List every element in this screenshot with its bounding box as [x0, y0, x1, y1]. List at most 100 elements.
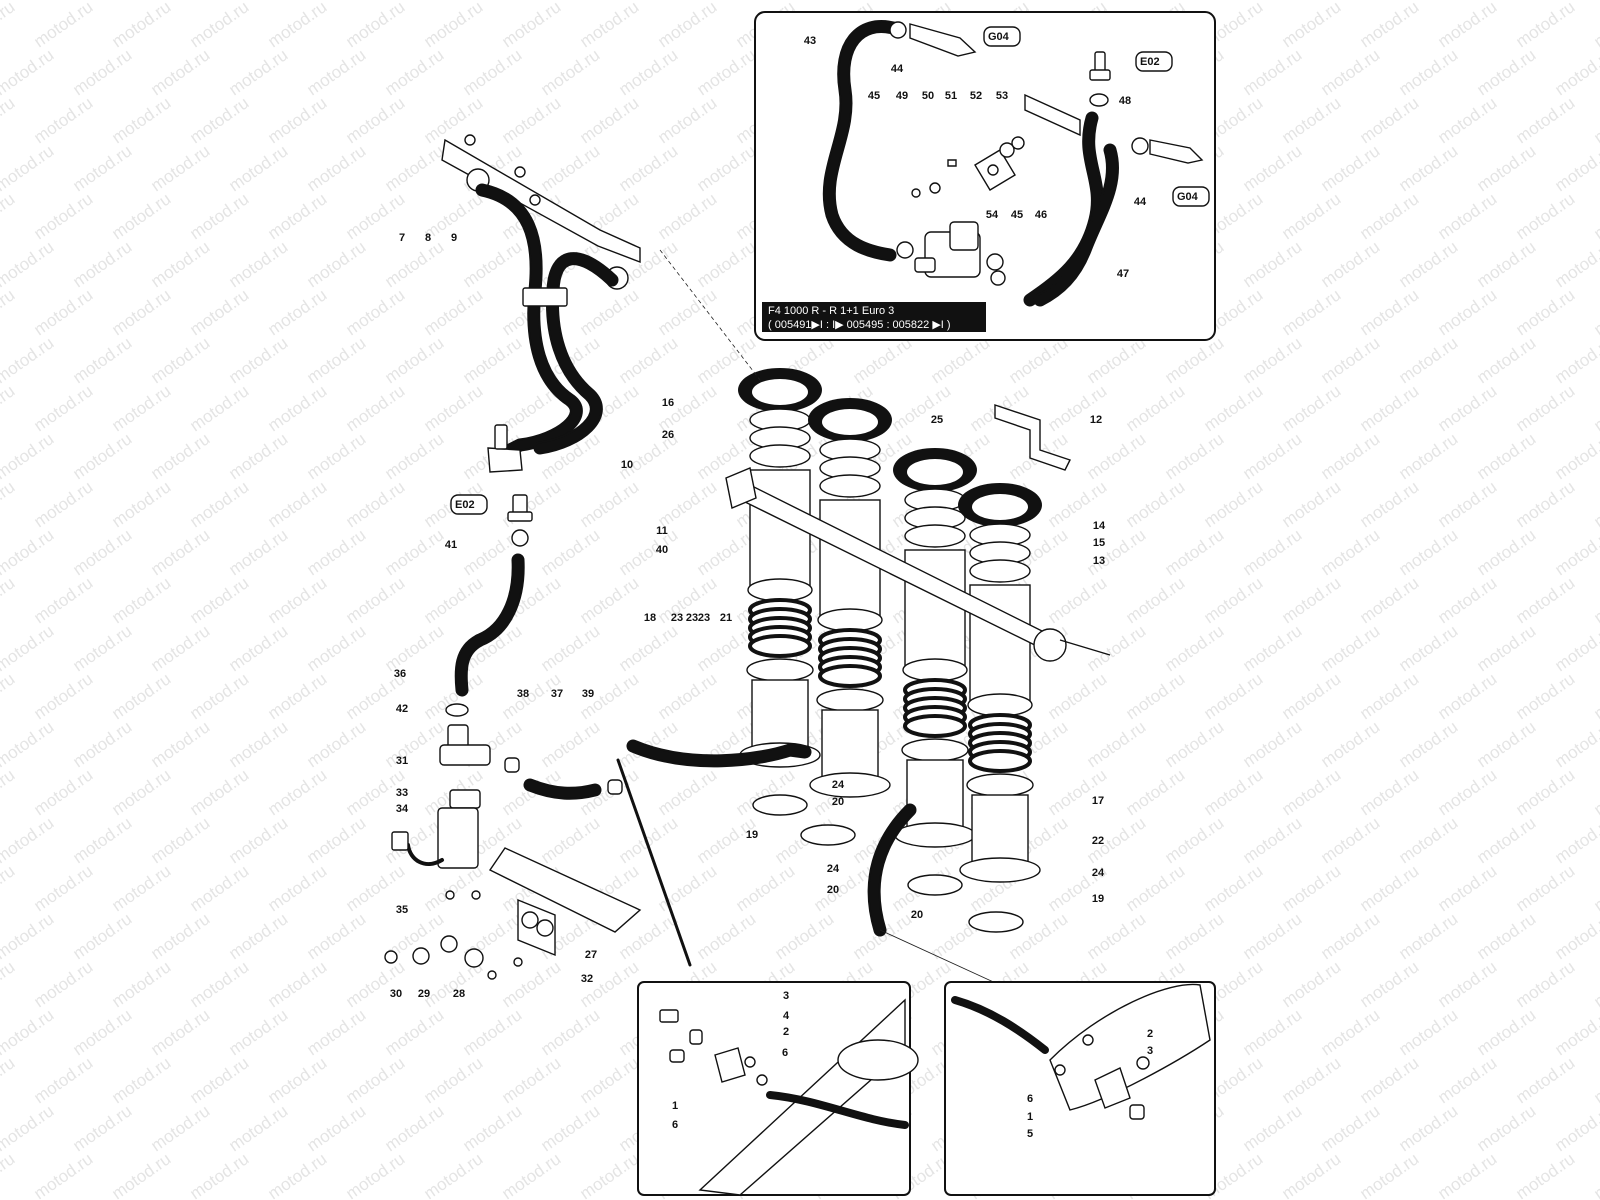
part-callout: 26: [662, 429, 674, 441]
watermark-text: motod.ru: [381, 141, 447, 195]
watermark-text: motod.ru: [654, 477, 720, 531]
watermark-text: motod.ru: [459, 45, 525, 99]
watermark-text: motod.ru: [30, 765, 96, 819]
watermark-text: motod.ru: [1239, 813, 1305, 867]
part-callout: 44: [891, 63, 904, 75]
watermark-text: motod.ru: [69, 429, 135, 483]
watermark-text: motod.ru: [186, 573, 252, 627]
watermark-text: motod.ru: [30, 0, 96, 51]
watermark-text: motod.ru: [1083, 429, 1149, 483]
watermark-text: motod.ru: [1317, 237, 1383, 291]
watermark-text: motod.ru: [1122, 477, 1188, 531]
part-callout: 15: [1093, 537, 1105, 549]
part-callout: 21: [720, 612, 732, 624]
watermark-text: motod.ru: [1317, 525, 1383, 579]
watermark-text: motod.ru: [537, 1101, 603, 1155]
watermark-text: motod.ru: [1395, 717, 1461, 771]
watermark-text: motod.ru: [69, 141, 135, 195]
watermark-text: motod.ru: [264, 861, 330, 915]
part-callout: 25: [931, 414, 943, 426]
watermark-text: motod.ru: [1278, 477, 1344, 531]
watermark-text: motod.ru: [1200, 861, 1266, 915]
connector-tag-box: [983, 26, 1021, 47]
watermark-text: motod.ru: [108, 765, 174, 819]
watermark-text: motod.ru: [1434, 1149, 1500, 1200]
watermark-text: motod.ru: [381, 621, 447, 675]
vacuum-hoses: [616, 249, 1024, 986]
watermark-text: motod.ru: [225, 45, 291, 99]
watermark-text: motod.ru: [1395, 525, 1461, 579]
watermark-text: motod.ru: [1200, 573, 1266, 627]
watermark-text: motod.ru: [147, 237, 213, 291]
part-callout: 39: [582, 688, 594, 700]
watermark-text: motod.ru: [1005, 333, 1071, 387]
watermark-text: motod.ru: [1590, 765, 1600, 819]
watermark-text: motod.ru: [69, 237, 135, 291]
watermark-text: motod.ru: [1239, 141, 1305, 195]
watermark-text: motod.ru: [1317, 909, 1383, 963]
watermark-text: motod.ru: [108, 381, 174, 435]
watermark-text: motod.ru: [1317, 1005, 1383, 1059]
watermark-text: motod.ru: [1239, 333, 1305, 387]
watermark-text: motod.ru: [1512, 669, 1578, 723]
part-callout: 2: [1147, 1028, 1153, 1040]
part-callout: 30: [390, 988, 402, 1000]
part-callout: 20: [832, 796, 844, 808]
watermark-text: motod.ru: [264, 669, 330, 723]
watermark-text: motod.ru: [1239, 717, 1305, 771]
watermark-text: motod.ru: [264, 957, 330, 1011]
part-callout: 10: [621, 459, 633, 471]
watermark-text: motod.ru: [0, 813, 57, 867]
watermark-text: motod.ru: [1473, 429, 1539, 483]
watermark-text: motod.ru: [420, 0, 486, 51]
watermark-text: motod.ru: [498, 1149, 564, 1200]
watermark-text: motod.ru: [615, 525, 681, 579]
part-callout: 44: [1134, 196, 1147, 208]
watermark-text: motod.ru: [1278, 1053, 1344, 1107]
watermark-text: motod.ru: [1473, 621, 1539, 675]
part-callout: 16: [662, 397, 674, 409]
watermark-text: motod.ru: [459, 1005, 525, 1059]
watermark-text: motod.ru: [225, 717, 291, 771]
watermark-text: motod.ru: [303, 45, 369, 99]
watermark-text: motod.ru: [1434, 285, 1500, 339]
watermark-text: motod.ru: [1239, 621, 1305, 675]
watermark-text: motod.ru: [147, 621, 213, 675]
watermark-text: motod.ru: [1590, 285, 1600, 339]
watermark-text: motod.ru: [30, 93, 96, 147]
watermark-text: motod.ru: [0, 621, 57, 675]
connector-tag-tag-g04-a: G04: [988, 31, 1010, 43]
part-callout: 38: [517, 688, 529, 700]
part-callout: 22: [1092, 835, 1104, 847]
watermark-text: motod.ru: [576, 477, 642, 531]
watermark-text: motod.ru: [303, 429, 369, 483]
watermark-text: motod.ru: [264, 0, 330, 51]
watermark-text: motod.ru: [30, 861, 96, 915]
watermark-text: motod.ru: [0, 717, 57, 771]
watermark-text: motod.ru: [1317, 1101, 1383, 1155]
watermark-text: motod.ru: [1044, 669, 1110, 723]
watermark-text: motod.ru: [69, 621, 135, 675]
inset-bottom-left: [637, 981, 919, 1196]
watermark-text: motod.ru: [30, 381, 96, 435]
watermark-text: motod.ru: [459, 333, 525, 387]
watermark-text: motod.ru: [1278, 957, 1344, 1011]
watermark-text: motod.ru: [0, 141, 57, 195]
watermark-text: motod.ru: [1473, 237, 1539, 291]
watermark-text: motod.ru: [693, 45, 759, 99]
watermark-text: motod.ru: [225, 141, 291, 195]
part-callout: 45: [868, 90, 880, 102]
part-callout: 3: [783, 990, 789, 1002]
watermark-text: motod.ru: [1512, 957, 1578, 1011]
watermark-text: motod.ru: [264, 765, 330, 819]
watermark-text: motod.ru: [1317, 45, 1383, 99]
watermark-text: motod.ru: [1239, 429, 1305, 483]
part-callout: 24: [832, 779, 845, 791]
watermark-text: motod.ru: [1083, 525, 1149, 579]
watermark-text: motod.ru: [303, 717, 369, 771]
watermark-text: motod.ru: [537, 813, 603, 867]
watermark-text: motod.ru: [147, 717, 213, 771]
watermark-text: motod.ru: [303, 813, 369, 867]
